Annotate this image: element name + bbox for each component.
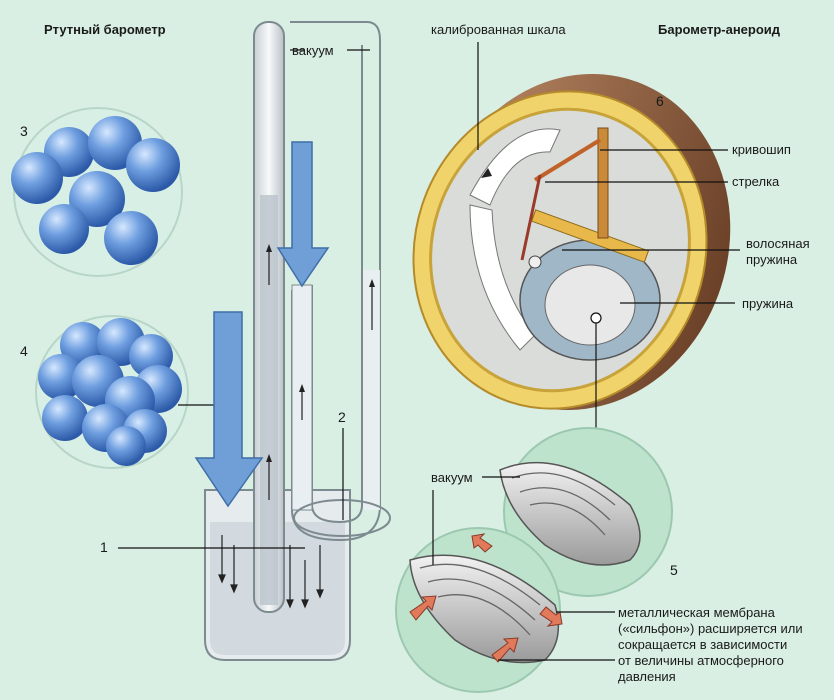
aneroid-barometer	[412, 73, 731, 411]
mercury-barometer	[194, 21, 391, 661]
label-pointer: стрелка	[732, 174, 780, 189]
label-membrane-line5: давления	[618, 669, 676, 684]
label-spring: пружина	[742, 296, 794, 311]
label-crank: кривошип	[732, 142, 791, 157]
label-membrane-line2: («сильфон») расширяется или	[618, 621, 803, 636]
label-membrane-line4: от величины атмосферного	[618, 653, 784, 668]
number-2: 2	[338, 409, 346, 425]
label-vacuum-top: вакуум	[292, 43, 334, 58]
atoms-sparse-circle	[11, 107, 183, 277]
label-calibrated-scale: калиброванная шкала	[431, 22, 566, 37]
pressure-arrow-right	[276, 141, 330, 288]
atoms-dense-circle	[35, 315, 189, 469]
label-hair-spring-line1: волосяная	[746, 236, 810, 251]
label-hair-spring-line2: пружина	[746, 252, 798, 267]
label-vacuum-bottom: вакуум	[431, 470, 473, 485]
number-5: 5	[670, 562, 678, 578]
dish-pressure-arrows	[218, 535, 324, 609]
number-4: 4	[20, 343, 28, 359]
title-mercury-barometer: Ртутный барометр	[44, 22, 166, 37]
title-aneroid-barometer: Барометр-анероид	[658, 22, 781, 37]
label-membrane-line3: сокращается в зависимости	[618, 637, 788, 652]
membrane-pressure-arrows	[409, 533, 563, 663]
number-1: 1	[100, 539, 108, 555]
pressure-arrow-left	[194, 311, 264, 508]
number-3: 3	[20, 123, 28, 139]
label-membrane-line1: металлическая мембрана	[618, 605, 775, 620]
number-6: 6	[656, 93, 664, 109]
